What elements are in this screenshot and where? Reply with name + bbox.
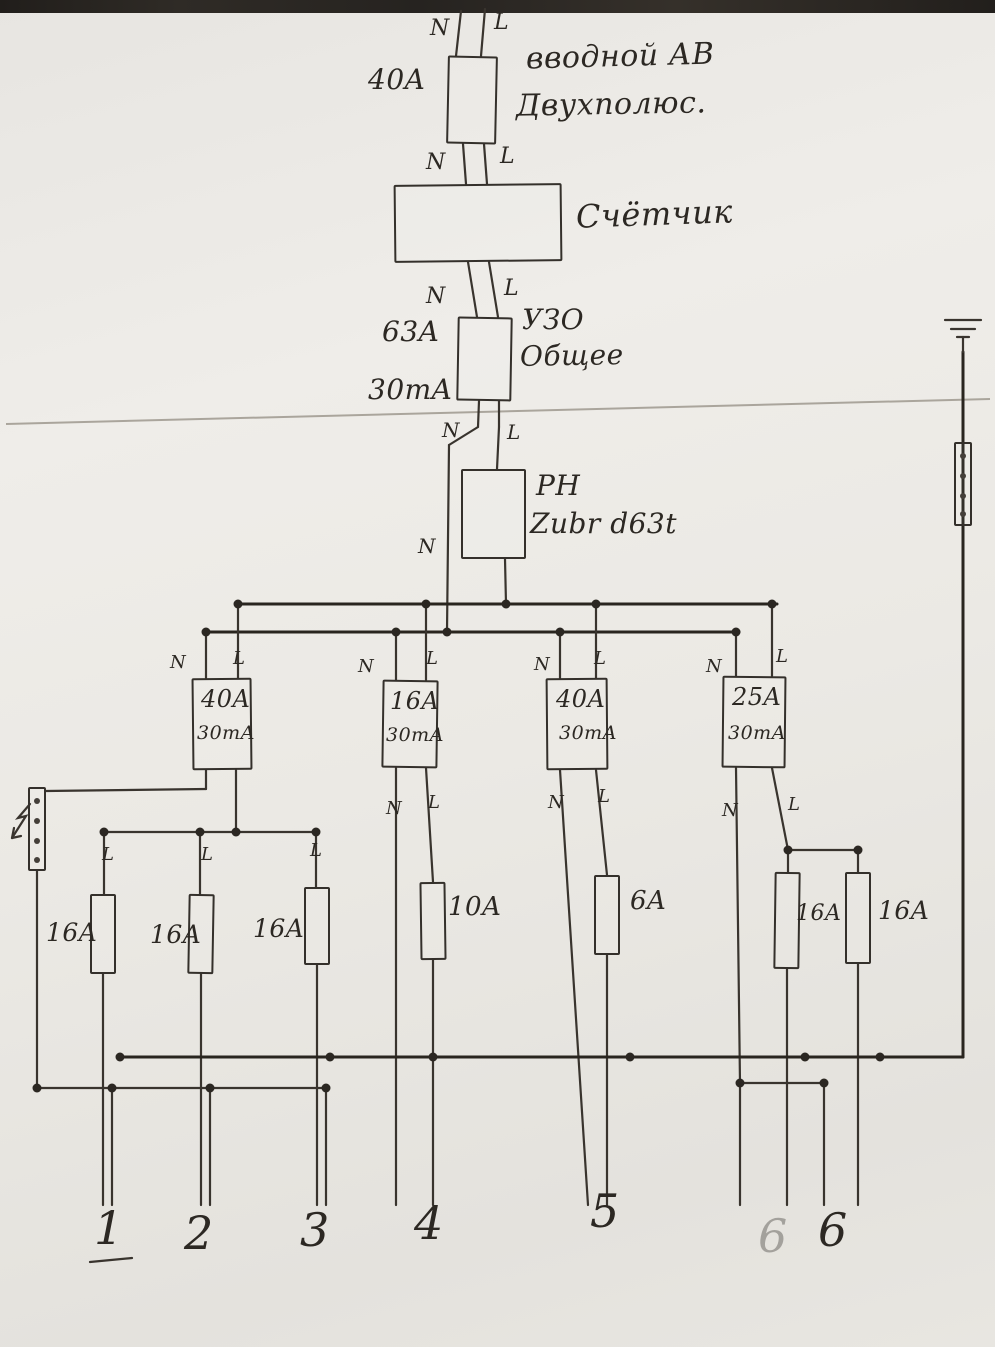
circuit-number-6-faint: 6 (758, 1209, 788, 1263)
wire-label-l: L (428, 792, 441, 813)
breaker-4-box (419, 881, 447, 961)
circuit-number-6: 6 (818, 1203, 848, 1257)
wire-label-n: N (548, 792, 565, 813)
breaker-2-rating: 16A (150, 920, 202, 949)
wire-label-l: L (310, 840, 323, 861)
voltage-relay-box (461, 469, 526, 559)
group-rcd-2-rating: 16A (390, 687, 440, 715)
breaker-5-rating: 6A (630, 886, 667, 916)
group-rcd-4-rating: 25A (732, 683, 782, 711)
neutral-terminal-block (28, 787, 46, 871)
breaker-5-box (594, 875, 620, 955)
wire-label-n: N (706, 656, 723, 677)
main-breaker-rating: 40A (368, 63, 426, 96)
wire-label-l: L (426, 648, 439, 669)
breaker-4-rating: 10A (448, 892, 502, 922)
group-rcd-2-leakage: 30mA (386, 724, 444, 746)
main-rcd-leakage: 30mA (368, 373, 453, 406)
ground-bus (116, 350, 965, 1059)
group-rcd-3-leakage: 30mA (559, 722, 617, 744)
distribution-buses (204, 602, 779, 634)
main-breaker-title-2: Двухполюс. (515, 85, 707, 124)
group-rcd-4-leakage: 30mA (728, 722, 786, 744)
main-rcd-title-2: Общее (519, 338, 624, 373)
wire-label-n-bypass: N (418, 534, 436, 558)
breaker-1-box (90, 894, 116, 974)
group-rcd-1-rating: 40A (201, 685, 251, 713)
earth-terminal-block (954, 442, 972, 526)
wire-label-n: N (170, 652, 187, 673)
breaker-6-rating: 16A (796, 901, 842, 926)
voltage-relay-title-2: Zubr d63t (530, 507, 678, 540)
breaker-7-box (845, 872, 871, 964)
wire-label-n: N (426, 150, 446, 175)
terminal-block-dots (34, 453, 966, 863)
circuit-number-4: 4 (414, 1196, 444, 1250)
wire-label-n: N (430, 16, 450, 41)
group4-wires (734, 766, 860, 1207)
breaker-7-rating: 16A (878, 896, 930, 925)
lightning-icon (10, 802, 32, 840)
wire-label-l: L (500, 144, 516, 169)
meter-box (393, 183, 563, 263)
junction-dots (32, 599, 885, 1093)
wire-label-l: L (598, 786, 611, 807)
wire-label-l: L (788, 794, 801, 815)
wire-label-l: L (102, 844, 115, 865)
wire-label-n: N (442, 418, 460, 442)
main-rcd-box (456, 316, 513, 402)
wire-label-n: N (426, 284, 446, 309)
breaker-3-box (304, 887, 330, 965)
wire-label-l: L (494, 10, 510, 35)
wire-label-l: L (201, 844, 214, 865)
main-breaker-title-1: вводной АВ (525, 36, 715, 77)
group-rcd-3-rating: 40A (556, 685, 606, 713)
earth-ground-icon (943, 318, 983, 354)
number-underline (88, 1256, 134, 1264)
wire-label-l: L (504, 276, 520, 301)
main-rcd-title-1: УЗО (522, 303, 585, 336)
group3-wires (558, 768, 609, 1207)
circuit-number-3: 3 (300, 1203, 330, 1257)
breaker-1-rating: 16A (46, 918, 98, 947)
wire-label-n: N (534, 654, 551, 675)
circuit-number-1: 1 (94, 1201, 124, 1255)
wire-label-n: N (386, 798, 403, 819)
wire-label-l: L (594, 648, 607, 669)
wire-label-l: L (776, 646, 789, 667)
circuit-number-5: 5 (590, 1184, 620, 1238)
breaker-3-rating: 16A (253, 914, 305, 943)
wire-label-l: L (233, 648, 246, 669)
scan-top-edge (0, 0, 995, 13)
rcd-drop-wires (204, 602, 774, 682)
main-breaker-box (446, 55, 498, 145)
group1-wires (35, 768, 328, 1207)
feed-wires (445, 7, 508, 634)
group-rcd-1-leakage: 30mA (197, 722, 255, 744)
group2-wires (394, 766, 435, 1207)
wire-label-l: L (507, 420, 521, 444)
meter-title: Счётчик (575, 192, 734, 236)
voltage-relay-title-1: РН (536, 469, 581, 502)
circuit-number-2: 2 (184, 1206, 214, 1260)
wire-label-n: N (722, 800, 739, 821)
main-rcd-rating: 63A (382, 315, 440, 348)
wire-label-n: N (358, 656, 375, 677)
